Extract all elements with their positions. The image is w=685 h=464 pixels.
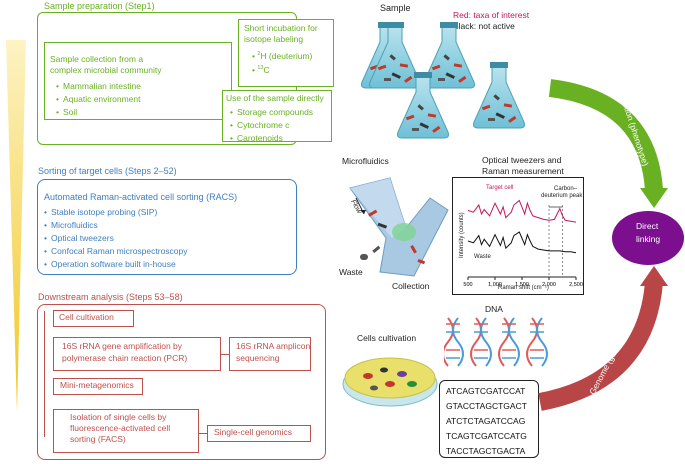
petri-dish-illustration bbox=[342, 357, 438, 407]
list-item: Microfluidics bbox=[44, 219, 188, 232]
pcr-text-2: polymerase chain reaction (PCR) bbox=[62, 353, 188, 363]
dna-label: DNA bbox=[485, 304, 503, 314]
funnel-arrow bbox=[6, 40, 26, 412]
list-item: Operation software built in-house bbox=[44, 258, 188, 271]
isotope-carbon: • 13C bbox=[252, 64, 270, 75]
list-item: Cytochrome c bbox=[230, 119, 313, 132]
single-cell-label: Single-cell genomics bbox=[214, 427, 292, 437]
collection-label: Collection bbox=[392, 281, 430, 291]
incubation-title-1: Short incubation for bbox=[244, 23, 318, 33]
raman-title-2: Raman measurement bbox=[482, 166, 564, 176]
x-tick-label: 2,000 bbox=[542, 282, 556, 288]
minimeta-box bbox=[53, 378, 143, 395]
list-item: Storage compounds bbox=[230, 106, 313, 119]
series-line-target-cell bbox=[467, 199, 577, 223]
sample-flasks-illustration bbox=[361, 21, 525, 139]
x-tick-label: 1,000 bbox=[488, 282, 502, 288]
list-item: Confocal Raman microspectroscopy bbox=[44, 245, 188, 258]
cell-cultivation-label: Cell cultivation bbox=[59, 312, 114, 322]
microfluidics-label: Microfluidics bbox=[342, 156, 389, 166]
linking-arrows bbox=[538, 79, 668, 411]
x-tick-label: 1,500 bbox=[515, 282, 529, 288]
annotation-1: Carbon– bbox=[554, 186, 578, 192]
minimeta-label: Mini-metagenomics bbox=[60, 380, 134, 390]
direct-linking-2: linking bbox=[636, 234, 661, 244]
raman-chart-frame bbox=[452, 177, 584, 295]
single-cell-box bbox=[207, 425, 311, 442]
annotation-2: deuterium peak bbox=[541, 193, 583, 199]
function-arc bbox=[548, 79, 663, 191]
incubation-box bbox=[238, 19, 334, 87]
series-line-waste bbox=[467, 231, 577, 254]
racs-list: Stable isotope probing (SIP) Microfluidi… bbox=[44, 206, 188, 271]
microfluidics-chip-illustration bbox=[349, 177, 449, 277]
x-tick-label: 2,500 bbox=[569, 282, 583, 288]
step2-subtitle: Automated Raman-activated cell sorting (… bbox=[44, 192, 238, 202]
step3-panel bbox=[37, 304, 326, 460]
list-item: Optical tweezers bbox=[44, 232, 188, 245]
amplicon-box bbox=[229, 337, 311, 371]
x-axis-label: Raman shift (cm⁻¹) bbox=[498, 285, 549, 291]
pcr-text-1: 16S rRNA gene amplification by bbox=[62, 341, 183, 351]
cell-cultivation-box bbox=[53, 310, 134, 327]
legend-waste: Waste bbox=[474, 254, 491, 260]
step1-title: Sample preparation (Step1) bbox=[42, 1, 157, 12]
pcr-box bbox=[53, 337, 221, 371]
facs-box bbox=[53, 409, 199, 453]
legend-red: Red: taxa of interest bbox=[453, 10, 530, 20]
collection-title-2: complex microbial community bbox=[50, 65, 162, 75]
sample-label: Sample bbox=[380, 3, 411, 13]
list-item: Mammalian intestine bbox=[56, 80, 141, 93]
x-tick-label: 500 bbox=[463, 282, 472, 288]
direct-use-title: Use of the sample directly bbox=[226, 93, 324, 103]
connector bbox=[221, 354, 229, 355]
connector bbox=[199, 433, 207, 434]
list-item: Carotenoids bbox=[230, 132, 313, 145]
collection-list: Mammalian intestine Aquatic environment … bbox=[56, 80, 141, 119]
legend-target-cell: Target cell bbox=[486, 185, 514, 191]
direct-use-list: Storage compounds Cytochrome c Carotenoi… bbox=[230, 106, 313, 145]
facs-text-2: fluorescence-activated cell bbox=[70, 423, 171, 433]
sequence-line: TACCTAGCTGACTA bbox=[446, 446, 526, 456]
step2-panel bbox=[37, 179, 297, 275]
raman-spectrum-chart: 500 1,000 1,500 2,000 2,500 bbox=[463, 199, 583, 288]
step3-title: Downstream analysis (Steps 53–58) bbox=[38, 292, 183, 302]
sequence-line: TCAGTCGATCCATG bbox=[446, 431, 527, 441]
genome-arc bbox=[538, 281, 663, 411]
raman-title-1: Optical tweezers and bbox=[482, 155, 562, 165]
y-axis-label: Intensity (counts) bbox=[459, 212, 465, 258]
incubation-title-2: isotope labeling bbox=[244, 34, 304, 44]
sequence-line: ATCTCTAGATCCAG bbox=[446, 416, 526, 426]
sequence-box: ATCAGTCGATCCAT GTACCTAGCTGACT ATCTCTAGAT… bbox=[439, 380, 539, 458]
collection-title-1: Sample collection from a bbox=[50, 54, 144, 64]
list-item: Aquatic environment bbox=[56, 93, 141, 106]
dna-helix-illustration bbox=[444, 317, 548, 367]
sequence-line: ATCAGTCGATCCAT bbox=[446, 386, 526, 396]
genome-arrowhead bbox=[640, 266, 668, 286]
function-arrowhead bbox=[640, 188, 668, 208]
cells-cultivation-label: Cells cultivation bbox=[357, 333, 417, 343]
isotope-deuterium: • 2H (deuterium) bbox=[252, 50, 313, 61]
step2-title: Sorting of target cells (Steps 2–52) bbox=[38, 166, 177, 176]
direct-linking-node bbox=[612, 211, 684, 265]
sequence-line: GTACCTAGCTGACT bbox=[446, 401, 527, 411]
direct-linking-1: Direct bbox=[636, 221, 659, 231]
step3-bracket bbox=[44, 311, 46, 437]
legend-black: Black: not active bbox=[453, 21, 515, 31]
facs-text-1: Isolation of single cells by bbox=[70, 412, 167, 422]
amplicon-text-1: 16S rRNA amplicon bbox=[236, 341, 311, 351]
list-item: Soil bbox=[56, 106, 141, 119]
waste-label: Waste bbox=[339, 267, 363, 277]
amplicon-text-2: sequencing bbox=[236, 353, 280, 363]
list-item: Stable isotope probing (SIP) bbox=[44, 206, 188, 219]
facs-text-3: sorting (FACS) bbox=[70, 434, 126, 444]
collection-box bbox=[44, 42, 232, 120]
